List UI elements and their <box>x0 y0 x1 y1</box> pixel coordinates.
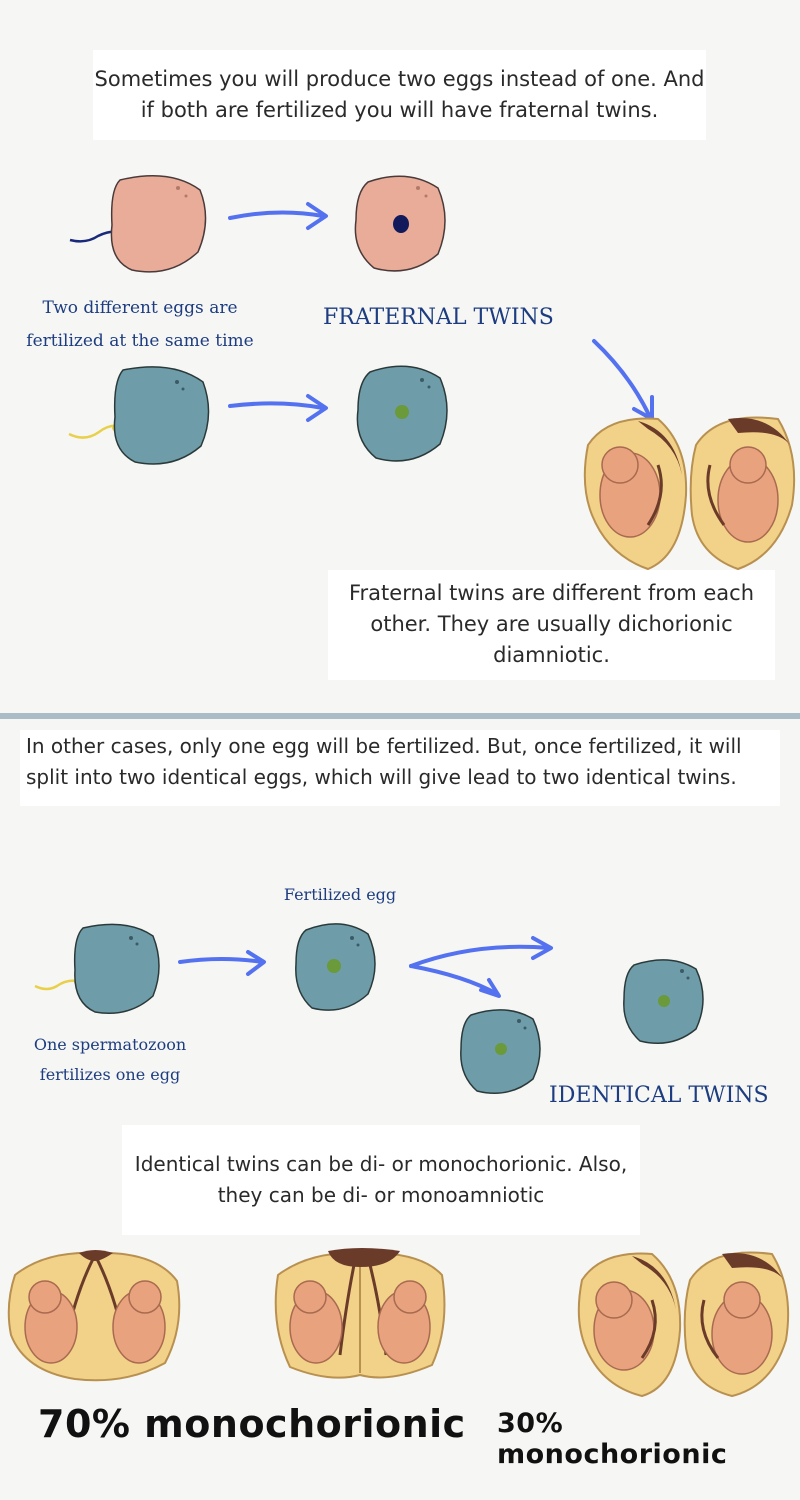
intro-text-box: Sometimes you will produce two eggs inst… <box>93 50 706 140</box>
intro-text: Sometimes you will produce two eggs inst… <box>94 67 705 122</box>
arrow-icon <box>178 950 266 976</box>
stat-left: 70% monochorionic <box>38 1402 466 1446</box>
blue-fertilized-egg-icon <box>356 365 448 462</box>
fraternal-twins-illustration <box>583 416 796 571</box>
monochorionic-twins-illustration <box>7 1250 181 1382</box>
arrow-icon <box>228 202 328 230</box>
identical-desc: Identical twins can be di- or monochorio… <box>134 1152 628 1207</box>
identical-egg-right-icon <box>623 959 704 1044</box>
fraternal-desc-box: Fraternal twins are different from each … <box>328 570 775 680</box>
dichorionic-twins-illustration <box>577 1251 790 1398</box>
pink-fertilized-egg-icon <box>354 175 446 272</box>
monochorionic-diamniotic-illustration <box>274 1248 446 1379</box>
one-sperm-label-text: One spermatozoon fertilizes one egg <box>33 1035 187 1084</box>
identical-title: IDENTICAL TWINS <box>549 1083 769 1108</box>
identical-egg-left-icon <box>460 1009 541 1094</box>
identical-desc-box: Identical twins can be di- or monochorio… <box>122 1125 640 1235</box>
blue-egg-sperm-icon <box>68 366 210 465</box>
stat-right: 30% monochorionic <box>497 1408 728 1470</box>
two-eggs-label-text: Two different eggs are fertilized at the… <box>26 298 254 351</box>
blue-fertilized-egg-icon <box>295 923 376 1011</box>
pink-egg-sperm-icon <box>69 175 207 273</box>
split-arrows-icon <box>409 936 553 998</box>
one-sperm-label: One spermatozoon fertilizes one egg <box>22 1030 198 1090</box>
blue-egg-sperm-icon <box>34 923 160 1015</box>
section-divider <box>0 713 800 719</box>
other-cases-box: In other cases, only one egg will be fer… <box>20 730 780 806</box>
fraternal-desc: Fraternal twins are different from each … <box>348 581 755 667</box>
fertilized-egg-label: Fertilized egg <box>283 885 397 904</box>
arrow-icon <box>228 394 328 422</box>
fraternal-title: FRATERNAL TWINS <box>323 305 554 330</box>
other-cases-text: In other cases, only one egg will be fer… <box>26 734 742 789</box>
two-eggs-label: Two different eggs are fertilized at the… <box>8 292 272 358</box>
